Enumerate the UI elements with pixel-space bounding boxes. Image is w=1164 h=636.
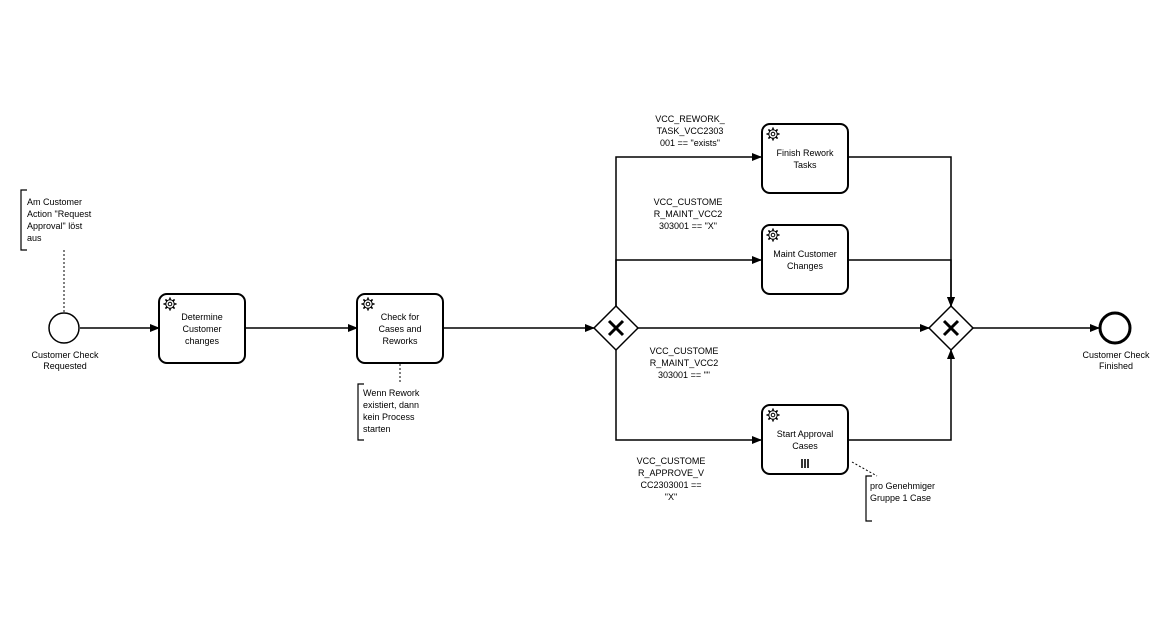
annotation-bracket-start — [20, 189, 27, 251]
gateway-join[interactable] — [927, 304, 975, 352]
task-start-approval-cases[interactable] — [761, 404, 849, 475]
task-start-approval-label: Start Approval Cases — [776, 429, 834, 451]
end-event-label: Customer Check Finished — [1082, 350, 1150, 371]
flow-start-approval-to-join — [848, 349, 955, 441]
task-determine-customer-changes[interactable] — [158, 293, 246, 364]
task-finish-rework-tasks[interactable] — [761, 123, 849, 194]
condition-rework-label: VCC_REWORK_ TASK_VCC2303 001 == "exists" — [655, 114, 725, 148]
flow-maint-to-join — [848, 259, 955, 307]
task-determine-label: Determine Customer changes — [181, 311, 223, 346]
start-event[interactable] — [48, 312, 80, 344]
end-event[interactable] — [1098, 311, 1132, 345]
annotation-bracket-approval — [865, 475, 872, 522]
exclusive-x-icon — [942, 319, 960, 337]
flow-finish-rework-to-join — [848, 156, 955, 307]
task-maint-label: Maint Customer Changes — [773, 248, 837, 271]
flow-split-to-start-approval — [615, 350, 762, 444]
condition-default-label: VCC_CUSTOME R_MAINT_VCC2 303001 == "" — [649, 346, 719, 380]
condition-approve-label: VCC_CUSTOME R_APPROVE_V CC2303001 == "X" — [636, 456, 706, 502]
task-check-label: Check for Cases and Reworks — [378, 311, 422, 346]
annotation-check-text: Wenn Rework existiert, dann kein Process… — [363, 388, 420, 434]
task-check-cases-reworks[interactable] — [356, 293, 444, 364]
parallel-multi-instance-icon — [801, 459, 809, 468]
association-approval — [851, 461, 878, 477]
flow-split-to-finish-rework — [615, 153, 762, 306]
exclusive-x-icon — [607, 319, 625, 337]
task-finish-rework-label: Finish Rework Tasks — [776, 147, 834, 170]
flow-split-to-maint — [615, 256, 762, 306]
condition-maint-label: VCC_CUSTOME R_MAINT_VCC2 303001 == "X" — [653, 197, 723, 231]
task-maint-customer-changes[interactable] — [761, 224, 849, 295]
gateway-split[interactable] — [592, 304, 640, 352]
start-event-label: Customer Check Requested — [31, 350, 99, 371]
annotation-start-text: Am Customer Action "Request Approval" lö… — [27, 197, 92, 243]
annotation-bracket-check — [357, 383, 364, 441]
annotation-approval-text: pro Genehmiger Gruppe 1 Case — [870, 481, 936, 503]
